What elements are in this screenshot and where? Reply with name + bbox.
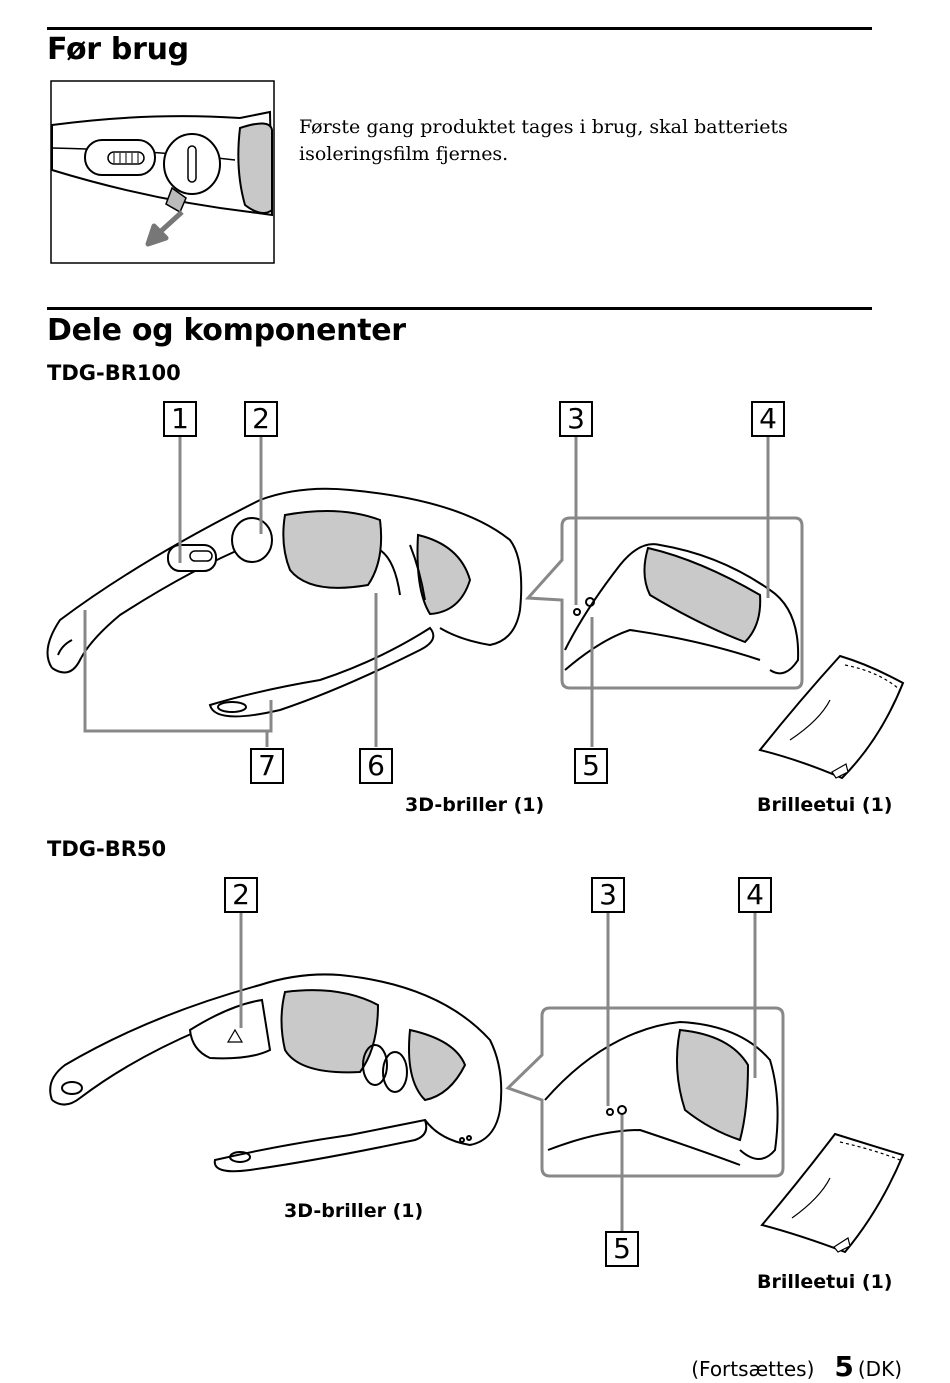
battery-instruction-text: Første gang produktet tages i brug, skal…	[299, 116, 788, 165]
section-title-before-use: Før brug	[47, 32, 189, 67]
tdg-br100-glasses-illustration	[46, 437, 905, 780]
top-rule	[47, 27, 872, 30]
language-code: (DK)	[857, 1357, 902, 1381]
page-number: 5	[834, 1350, 854, 1383]
battery-film-illustration	[50, 80, 275, 264]
glasses-caption: 3D-briller (1)	[284, 1200, 424, 1222]
model-title-tdg-br50: TDG-BR50	[47, 837, 167, 861]
page-footer: (Fortsættes) 5(DK)	[691, 1350, 902, 1383]
section-rule	[47, 307, 872, 310]
case-caption: Brilleetui (1)	[757, 1271, 893, 1293]
tdg-br50-glasses-illustration	[49, 912, 905, 1254]
callout-2: 2	[244, 401, 278, 437]
model-title-tdg-br100: TDG-BR100	[47, 361, 181, 385]
callout-7: 7	[250, 748, 284, 784]
callout-4: 4	[738, 877, 772, 913]
callout-3: 3	[559, 401, 593, 437]
callout-1: 1	[163, 401, 197, 437]
callout-4: 4	[751, 401, 785, 437]
case-caption: Brilleetui (1)	[757, 794, 893, 816]
callout-5: 5	[574, 748, 608, 784]
callout-3: 3	[591, 877, 625, 913]
section-title-parts: Dele og komponenter	[47, 313, 406, 348]
callout-2: 2	[224, 877, 258, 913]
glasses-caption: 3D-briller (1)	[405, 794, 545, 816]
callout-6: 6	[359, 748, 393, 784]
callout-5: 5	[605, 1231, 639, 1267]
continued-label: (Fortsættes)	[691, 1357, 815, 1381]
